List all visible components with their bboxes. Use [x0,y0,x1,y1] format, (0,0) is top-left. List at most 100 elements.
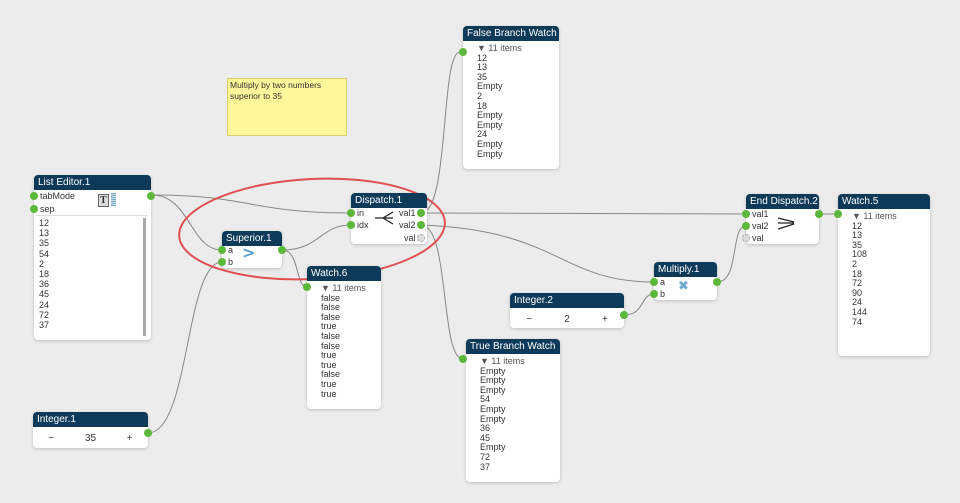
node-title: End Dispatch.2 [746,194,819,209]
list-item: 24 [477,129,488,140]
sticky-note[interactable]: Multiply by two numbers superior to 35 [227,78,347,136]
superior-node[interactable]: Superior.1 a b > [218,231,286,268]
list-item: true [321,321,337,332]
list-item: 37 [480,461,491,472]
port-input[interactable] [303,283,311,291]
list-item: 24 [39,299,50,310]
list-mode-icon[interactable] [111,193,116,206]
end-dispatch-node[interactable]: End Dispatch.2 val1 val2 val [742,194,823,244]
scrollbar[interactable] [143,218,146,336]
list-item: Empty [480,403,506,414]
port-output[interactable] [713,278,721,286]
port-output[interactable] [278,246,286,254]
port-label: val2 [399,220,416,230]
port-val[interactable] [742,234,750,242]
list-item: 35 [39,238,50,249]
port-sep[interactable] [30,205,38,213]
list-item: 18 [852,268,863,279]
list-item: 72 [480,451,491,462]
list-item: Empty [480,442,506,453]
item-count[interactable]: ▼ 11 items [477,43,522,53]
wire [147,261,223,434]
increment-button[interactable]: + [602,313,608,325]
wire [151,194,223,251]
decrement-button[interactable]: − [526,313,532,325]
port-label: sep [40,204,55,214]
list-item: 2 [39,258,45,269]
list-item: 35 [852,239,863,250]
list-item: false [321,330,341,341]
port-b[interactable] [650,290,658,298]
node-title: False Branch Watch [463,26,559,41]
list-item: Empty [477,138,503,149]
port-label: idx [357,220,369,230]
port-val1[interactable] [417,209,425,217]
port-input[interactable] [834,210,842,218]
port-input[interactable] [459,48,467,56]
list-item: 13 [477,62,488,73]
list-item: 18 [477,100,488,111]
port-val1[interactable] [742,210,750,218]
item-count[interactable]: ▼ 11 items [321,283,366,293]
port-a[interactable] [650,278,658,286]
multiply-node[interactable]: Multiply.1 a b ✖ [650,262,721,300]
list-item: 45 [39,289,50,300]
list-item: Empty [477,148,503,159]
list-item: 72 [852,278,863,289]
port-output[interactable] [144,429,152,437]
list-item: 12 [852,220,863,231]
wire [716,225,747,283]
port-label: val1 [752,209,769,219]
list-item: true [321,378,337,389]
list-item: 12 [39,218,50,228]
list-item: true [321,388,337,399]
port-label: val2 [752,221,769,231]
integer-2-node[interactable]: Integer.2 −2+ [510,293,628,328]
port-label: val [752,233,764,243]
port-in[interactable] [347,209,355,217]
list-item: 72 [39,309,50,320]
port-output[interactable] [620,311,628,319]
integer-value[interactable]: 35 [84,432,97,444]
port-label: a [228,245,234,255]
port-label: b [660,289,666,299]
integer-value[interactable]: 2 [564,313,570,325]
wire [623,293,655,316]
dispatch-node[interactable]: Dispatch.1 in idx val1 val2 val [347,193,427,244]
integer-1-node[interactable]: Integer.1 − 35 + [33,412,152,448]
port-idx[interactable] [347,221,355,229]
wire [420,224,655,283]
node-title: Integer.1 [33,412,148,427]
port-input[interactable] [459,355,467,363]
item-count[interactable]: ▼ 11 items [852,211,897,221]
port-val[interactable] [417,234,425,242]
node-title: Superior.1 [222,231,282,246]
list-item: 36 [39,279,50,290]
port-output[interactable] [815,210,823,218]
list-item: Empty [477,110,503,121]
port-output[interactable] [147,192,155,200]
increment-button[interactable]: + [126,432,133,444]
list-item: Empty [477,119,503,130]
port-tabmode[interactable] [30,192,38,200]
list-item: true [321,350,337,361]
port-a[interactable] [218,246,226,254]
port-val2[interactable] [742,222,750,230]
list-item: 12 [477,52,488,63]
list-item: false [321,302,341,313]
item-count[interactable]: ▼ 11 items [480,356,525,366]
list-item: 54 [39,248,50,259]
decrement-button[interactable]: − [48,432,55,444]
list-item: Empty [480,375,506,386]
text-mode-icon[interactable]: T [98,194,109,207]
list-item: false [321,369,341,380]
port-val2[interactable] [417,221,425,229]
wire [420,212,747,215]
port-b[interactable] [218,258,226,266]
